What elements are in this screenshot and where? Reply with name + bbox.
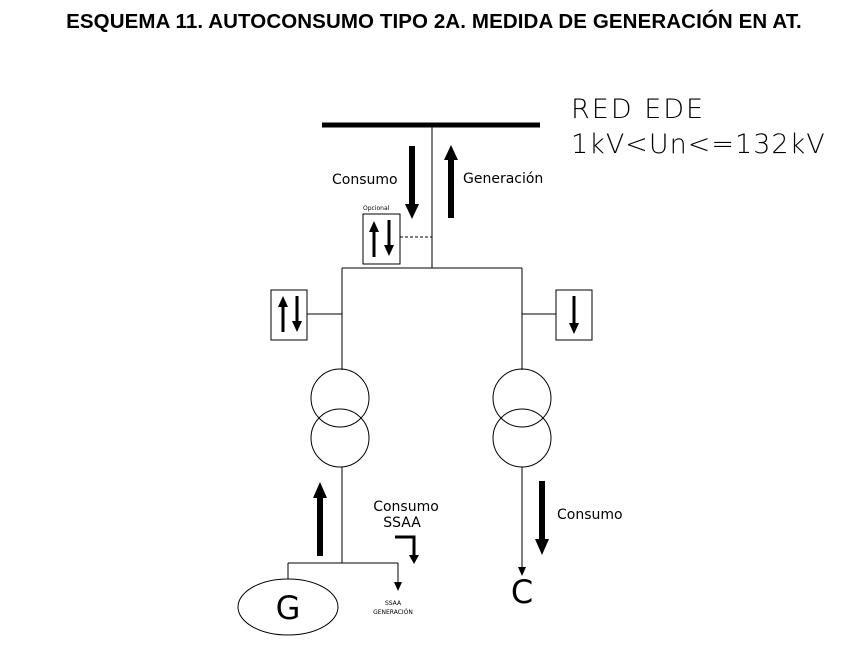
consumption-meter (555, 289, 593, 341)
consumer-letter: C (511, 573, 533, 611)
generacion-top-label: Generación (463, 171, 543, 187)
consumo-top-label: Consumo (332, 172, 398, 188)
opcional-label: Opcional (363, 205, 390, 212)
page-title: ESQUEMA 11. AUTOCONSUMO TIPO 2A. MEDIDA … (66, 10, 802, 33)
consumo-flow-arrow (405, 146, 419, 219)
consumo-ssaa-label-line2: SSAA (383, 515, 421, 531)
generation-flow-arrow (313, 482, 327, 556)
generacion-flow-arrow (444, 145, 458, 218)
generation-transformer (310, 368, 370, 468)
consumo-ssaa-label-line1: Consumo (373, 499, 439, 515)
consumo-right-label: Consumo (557, 507, 623, 523)
consumption-transformer (492, 368, 552, 468)
generation-bidirectional-meter (270, 289, 308, 341)
grid-name: RED EDE (571, 94, 705, 125)
grid-voltage: 1kV<Un<=132kV (571, 129, 826, 160)
generator-letter: G (276, 589, 301, 627)
ssaa-generation-drop (394, 563, 402, 591)
consumer-feeder (518, 467, 526, 576)
optional-bidirectional-meter (362, 213, 401, 265)
consumo-right-flow-arrow (535, 481, 549, 555)
ssaa-generacion-label-line1: SSAA (385, 600, 402, 607)
ssaa-generacion-label-line2: GENERACIÓN (373, 609, 413, 616)
consumo-ssaa-arrow (395, 535, 419, 564)
generator-symbol (237, 578, 339, 636)
